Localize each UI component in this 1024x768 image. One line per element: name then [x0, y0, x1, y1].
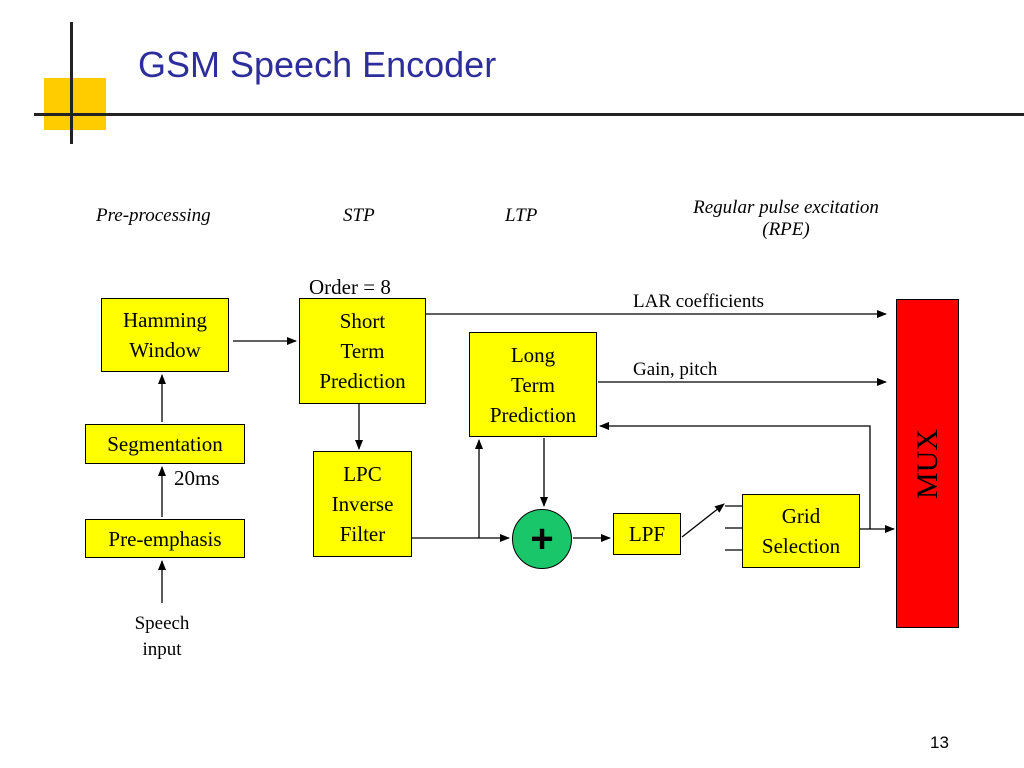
stage-rpe-line1: Regular pulse excitation — [693, 197, 879, 218]
adder-node: + — [512, 509, 572, 569]
stage-rpe: Regular pulse excitation (RPE) — [666, 197, 906, 241]
title-underline — [34, 113, 1024, 116]
pre-emphasis-block: Pre-emphasis — [85, 519, 245, 558]
mux-block: MUX — [896, 299, 959, 628]
short-term-prediction-block: Short Term Prediction — [299, 298, 426, 404]
speech-input-label: Speech input — [122, 611, 202, 663]
lpc-inverse-filter-block: LPC Inverse Filter — [313, 451, 412, 557]
lar-coefficients-label: LAR coefficients — [633, 291, 765, 312]
long-term-prediction-block: Long Term Prediction — [469, 332, 597, 437]
slide-title: GSM Speech Encoder — [138, 44, 497, 85]
mux-label: MUX — [910, 428, 944, 499]
segmentation-block: Segmentation — [85, 424, 245, 464]
gain-pitch-label: Gain, pitch — [633, 359, 718, 380]
stage-ltp: LTP — [505, 205, 538, 226]
stage-rpe-line2: (RPE) — [762, 219, 810, 240]
stage-preprocessing: Pre-processing — [96, 205, 211, 226]
speech-input-line2: input — [142, 639, 182, 660]
arrow-lpf-to-grid-switch — [681, 503, 725, 538]
speech-input-line1: Speech — [134, 613, 190, 634]
accent-vertical-line — [70, 22, 73, 144]
accent-square — [44, 78, 106, 130]
arrow-feedback-to-ltp — [599, 422, 871, 529]
order-label: Order = 8 — [309, 275, 391, 299]
page-number: 13 — [930, 733, 949, 752]
lpf-block: LPF — [613, 513, 681, 555]
grid-selection-block: Grid Selection — [742, 494, 860, 568]
hamming-window-block: Hamming Window — [101, 298, 229, 372]
segment-length-label: 20ms — [174, 466, 220, 490]
stage-stp: STP — [343, 205, 375, 226]
plus-icon: + — [530, 517, 554, 561]
